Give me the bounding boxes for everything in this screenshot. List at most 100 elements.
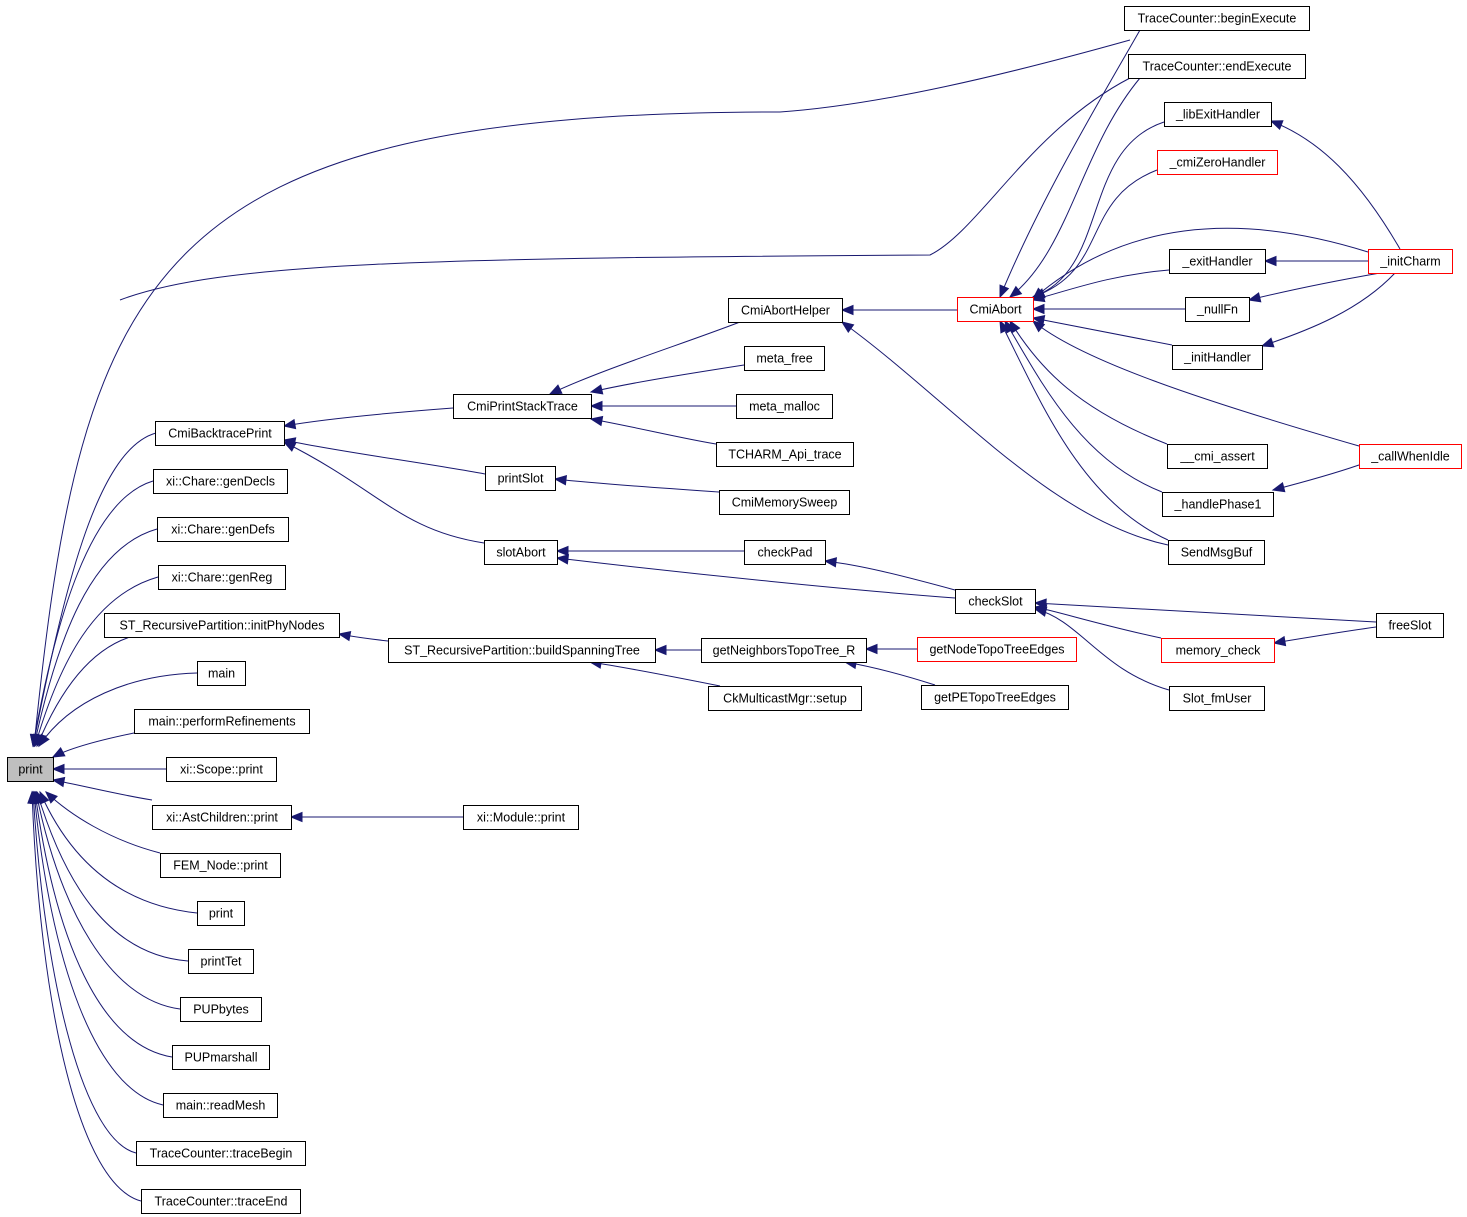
node-label: _callWhenIdle xyxy=(1370,450,1450,464)
call-edge-xiScopePrint-to-print_root xyxy=(51,763,167,775)
node-box xyxy=(1167,444,1268,469)
arrow-head-icon xyxy=(1031,320,1046,333)
arrow-head-icon xyxy=(555,545,569,557)
node-initHandler[interactable]: _initHandler xyxy=(1172,345,1263,370)
node-box xyxy=(719,490,850,515)
node-cmiAbortHelper[interactable]: CmiAbortHelper xyxy=(728,298,843,323)
node-print_root[interactable]: print xyxy=(7,757,54,782)
node-xiAstChildrenPrint[interactable]: xi::AstChildren::print xyxy=(152,805,292,830)
node-getNeighborsTopoTreeR[interactable]: getNeighborsTopoTree_R xyxy=(701,638,867,663)
node-xiScopePrint[interactable]: xi::Scope::print xyxy=(166,757,277,782)
edge-line xyxy=(31,791,142,1202)
node-printTet[interactable]: printTet xyxy=(188,949,254,974)
node-label: xi::Chare::genDecls xyxy=(166,475,275,489)
node-stBuildSpanningTree[interactable]: ST_RecursivePartition::buildSpanningTree xyxy=(388,638,656,663)
node-box xyxy=(158,565,286,590)
node-xiModulePrint[interactable]: xi::Module::print xyxy=(463,805,579,830)
node-box xyxy=(7,757,54,782)
edge-line xyxy=(34,791,173,1058)
node-box xyxy=(197,901,245,926)
node-layer: print TraceCounter::beginExecuteTraceCoun… xyxy=(7,6,1462,1214)
node-stInitPhyNodes[interactable]: ST_RecursivePartition::initPhyNodes xyxy=(104,613,340,638)
arrow-head-icon xyxy=(653,644,667,656)
edge-line xyxy=(35,791,181,1010)
node-callWhenIdle[interactable]: _callWhenIdle xyxy=(1359,444,1462,469)
node-cmiPrintStackTrace[interactable]: CmiPrintStackTrace xyxy=(453,394,592,419)
node-nullFn[interactable]: _nullFn xyxy=(1185,297,1250,322)
arrow-head-icon xyxy=(1031,314,1046,326)
node-cmiAbort[interactable]: CmiAbort xyxy=(957,297,1034,322)
node-printSlot[interactable]: printSlot xyxy=(485,466,556,491)
arrow-head-icon xyxy=(823,557,838,568)
call-edge-mainPerformRefinements-to-print_root xyxy=(51,732,135,758)
node-label: print xyxy=(18,763,43,777)
node-tcharmApiTrace[interactable]: TCHARM_Api_trace xyxy=(716,442,854,467)
node-slotFmUser[interactable]: Slot_fmUser xyxy=(1169,686,1265,711)
edge-line xyxy=(1272,464,1360,491)
node-label: main::readMesh xyxy=(176,1099,266,1113)
node-traceEndExecute[interactable]: TraceCounter::endExecute xyxy=(1128,54,1306,79)
edge-line xyxy=(45,791,161,854)
node-box xyxy=(1376,613,1444,638)
node-checkPad[interactable]: checkPad xyxy=(744,540,826,565)
node-checkSlot[interactable]: checkSlot xyxy=(955,589,1036,614)
node-ckMulticastSetup[interactable]: CkMulticastMgr::setup xyxy=(708,686,862,711)
node-printFn[interactable]: print xyxy=(197,901,245,926)
node-femNodePrint[interactable]: FEM_Node::print xyxy=(160,853,281,878)
node-xiGenDecls[interactable]: xi::Chare::genDecls xyxy=(153,469,288,494)
node-getPETopoTreeEdges[interactable]: getPETopoTreeEdges xyxy=(921,685,1069,710)
node-box xyxy=(1128,54,1306,79)
node-traceBeginExecute[interactable]: TraceCounter::beginExecute xyxy=(1124,6,1310,31)
edge-line xyxy=(999,320,1169,541)
call-edge-cmiPrintStackTrace-to-cmiBacktracePrint xyxy=(282,407,454,430)
node-cmiAssert[interactable]: __cmi_assert xyxy=(1167,444,1268,469)
node-label: memory_check xyxy=(1176,644,1261,658)
call-edge-traceEnd-to-print_root xyxy=(27,790,142,1202)
node-label: xi::Scope::print xyxy=(180,763,263,777)
node-mainReadMesh[interactable]: main::readMesh xyxy=(163,1093,278,1118)
node-mainPerformRefinements[interactable]: main::performRefinements xyxy=(134,709,310,734)
edge-line xyxy=(1004,320,1163,493)
node-label: TraceCounter::traceBegin xyxy=(150,1147,293,1161)
node-memoryCheck[interactable]: memory_check xyxy=(1161,638,1275,663)
node-cmiMemorySweep[interactable]: CmiMemorySweep xyxy=(719,490,850,515)
node-mainFn[interactable]: main xyxy=(197,661,246,686)
edge-line xyxy=(824,560,956,591)
node-metaMalloc[interactable]: meta_malloc xyxy=(736,394,833,419)
node-handlePhase1[interactable]: _handlePhase1 xyxy=(1162,492,1274,517)
arrow-head-icon xyxy=(38,733,50,748)
node-box xyxy=(484,540,558,565)
node-slotAbort[interactable]: slotAbort xyxy=(484,540,558,565)
edge-line xyxy=(33,39,1131,747)
node-getNodeTopoTreeEdges[interactable]: getNodeTopoTreeEdges xyxy=(917,637,1077,662)
arrow-head-icon xyxy=(1008,285,1023,298)
node-exitHandler[interactable]: _exitHandler xyxy=(1169,249,1266,274)
node-box xyxy=(716,442,854,467)
node-cmiBacktracePrint[interactable]: CmiBacktracePrint xyxy=(155,421,285,446)
node-cmiZeroHandler[interactable]: _cmiZeroHandler xyxy=(1157,150,1278,175)
node-label: Slot_fmUser xyxy=(1183,692,1252,706)
node-sendMsgBuf[interactable]: SendMsgBuf xyxy=(1168,540,1265,565)
call-edge-femNodePrint-to-print_root xyxy=(45,791,161,854)
node-pupBytes[interactable]: PUPbytes xyxy=(180,997,262,1022)
node-xiGenReg[interactable]: xi::Chare::genReg xyxy=(158,565,286,590)
node-xiGenDefs[interactable]: xi::Chare::genDefs xyxy=(157,517,289,542)
node-box xyxy=(921,685,1069,710)
node-traceEnd[interactable]: TraceCounter::traceEnd xyxy=(141,1189,301,1214)
call-edge-xiAstChildrenPrint-to-print_root xyxy=(51,776,153,801)
node-initCharm[interactable]: _initCharm xyxy=(1368,249,1453,274)
node-metaFree[interactable]: meta_free xyxy=(744,346,825,371)
node-label: _exitHandler xyxy=(1181,255,1252,269)
edge-line xyxy=(554,478,720,493)
edge-line xyxy=(844,661,936,686)
node-libExitHandler[interactable]: _libExitHandler xyxy=(1164,102,1272,127)
edge-line xyxy=(999,29,1141,298)
edge-line xyxy=(36,791,189,962)
node-label: _libExitHandler xyxy=(1175,108,1260,122)
arrow-head-icon xyxy=(548,384,563,395)
node-box xyxy=(1169,686,1265,711)
node-pupMarshall[interactable]: PUPmarshall xyxy=(172,1045,270,1070)
node-box xyxy=(1169,249,1266,274)
node-freeSlot[interactable]: freeSlot xyxy=(1376,613,1444,638)
node-traceBegin[interactable]: TraceCounter::traceBegin xyxy=(136,1141,306,1166)
